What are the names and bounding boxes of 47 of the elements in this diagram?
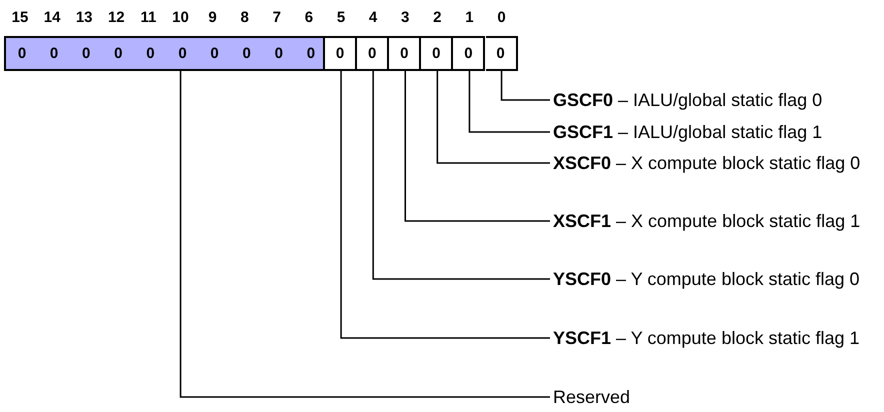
bit-number: 14 <box>42 9 62 26</box>
bit-value: 0 <box>177 44 188 64</box>
bit-number: 8 <box>240 9 250 26</box>
field-description: YSCF0 – Y compute block static flag 0 <box>550 266 884 292</box>
bit-number: 3 <box>400 9 410 26</box>
bit-number: 2 <box>432 9 442 26</box>
leader-line <box>468 71 550 133</box>
bit-value: 0 <box>306 44 316 64</box>
field-description: Reserved <box>550 384 884 410</box>
bit-value: 0 <box>16 44 28 64</box>
bit-value: 0 <box>48 44 60 64</box>
field-description: YSCF1 – Y compute block static flag 1 <box>550 325 884 351</box>
bit-number: 7 <box>272 9 282 26</box>
bit-number: 13 <box>74 9 94 26</box>
bit-field: 0 <box>357 36 390 71</box>
leader-line <box>404 71 550 222</box>
leader-line <box>340 71 550 339</box>
leader-line <box>180 71 550 398</box>
bit-value: 0 <box>113 44 124 64</box>
leader-line <box>436 71 550 164</box>
bit-field: 0 <box>389 36 422 71</box>
field-description: XSCF1 – X compute block static flag 1 <box>550 208 884 234</box>
field-description: GSCF0 – IALU/global static flag 0 <box>550 87 884 113</box>
reserved-bits-field <box>4 36 325 71</box>
bit-field: 0 <box>421 36 454 71</box>
field-description: XSCF0 – X compute block static flag 0 <box>550 150 884 176</box>
bit-value: 0 <box>81 44 92 64</box>
bit-number: 9 <box>207 9 218 26</box>
bit-number: 6 <box>304 9 314 26</box>
bit-number: 12 <box>106 9 126 26</box>
bit-number: 1 <box>464 9 475 26</box>
bit-field: 0 <box>325 36 358 71</box>
bit-number: 4 <box>368 9 378 26</box>
leader-line <box>500 71 550 101</box>
bit-number: 11 <box>139 9 158 26</box>
bit-number: 10 <box>171 9 190 26</box>
field-description: GSCF1 – IALU/global static flag 1 <box>550 119 884 145</box>
bit-value: 0 <box>145 44 156 64</box>
bit-field: 0 <box>453 36 486 71</box>
bit-field: 0 <box>486 36 518 71</box>
bit-value: 0 <box>274 44 284 64</box>
bit-value: 0 <box>209 44 220 64</box>
bit-value: 0 <box>242 44 252 64</box>
bit-number: 15 <box>10 9 30 26</box>
bit-number: 5 <box>336 9 346 26</box>
leader-line <box>372 71 550 280</box>
bit-number: 0 <box>496 9 507 26</box>
